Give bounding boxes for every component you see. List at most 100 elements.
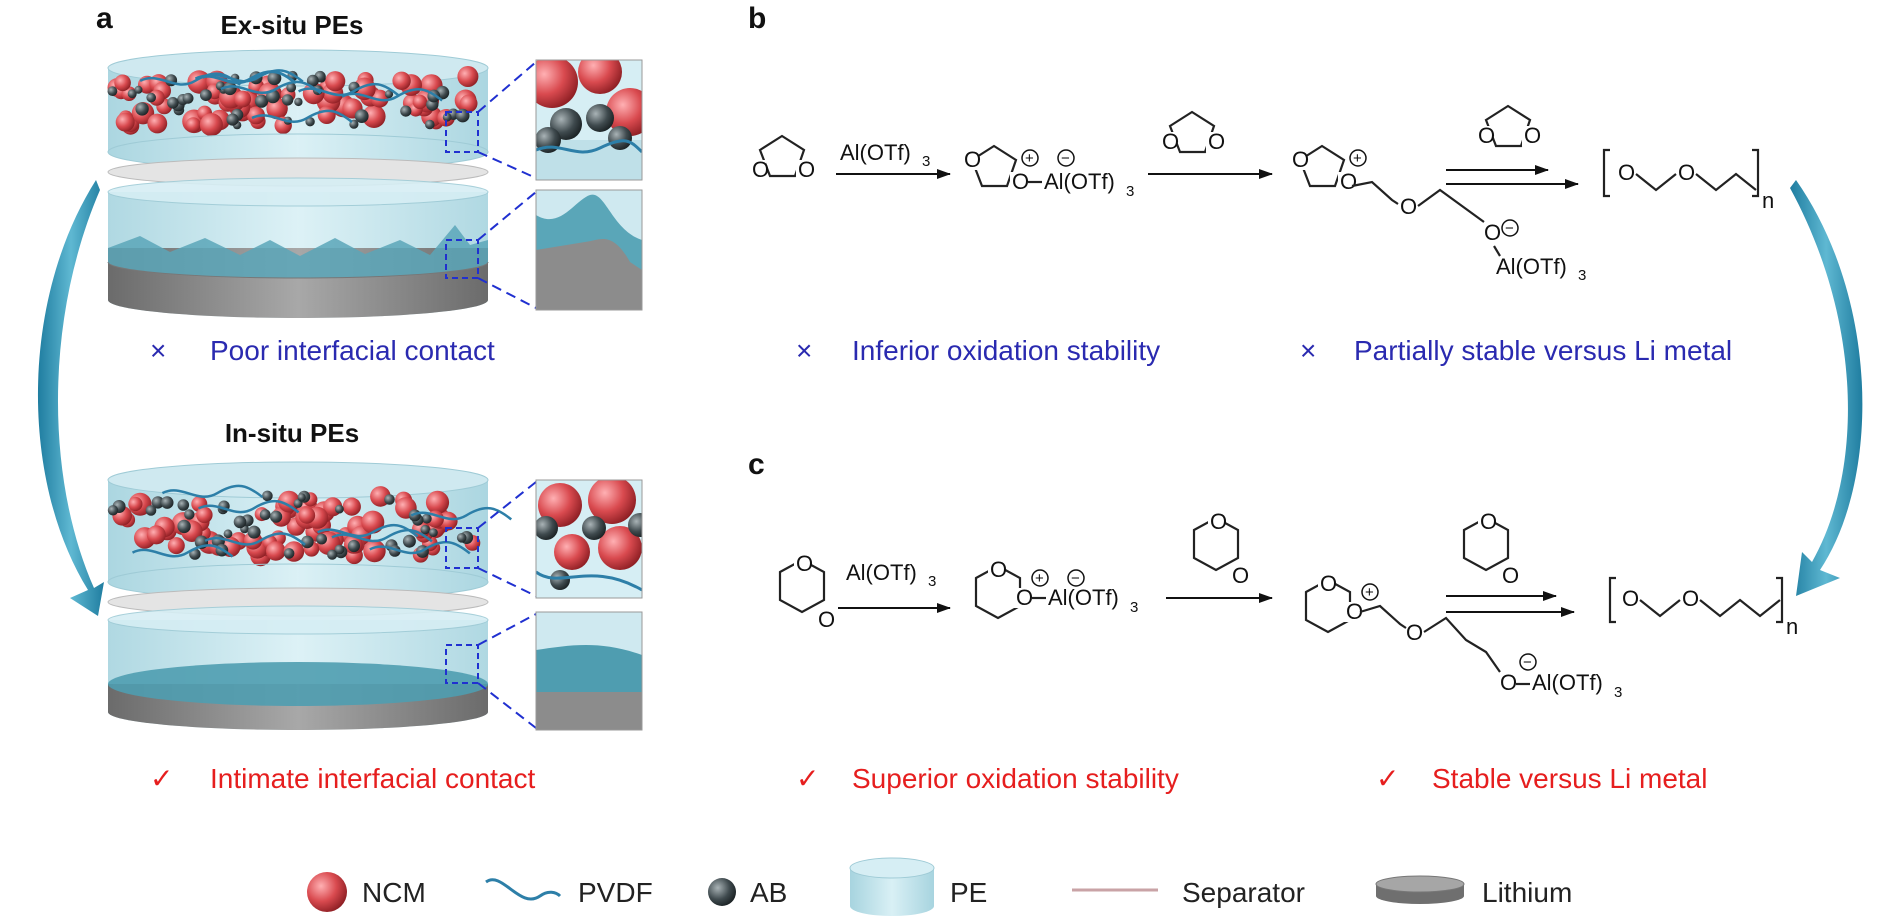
ncm-particle — [325, 71, 346, 92]
pvdf-chain — [161, 484, 264, 499]
ncm-particle — [278, 490, 300, 513]
zoom-box-in-bottom — [445, 644, 479, 684]
in-situ-caption: Intimate interfacial contact — [210, 763, 535, 794]
svg-text:3: 3 — [1578, 267, 1586, 284]
svg-text:O: O — [1346, 599, 1363, 624]
panel-c: c O O Al(OTf) 3 O O + − Al(OTf) 3 — [748, 180, 1863, 794]
propagating-chain-b: O O + O O − Al(OTf) 3 — [1290, 144, 1586, 284]
pvdf-chain — [204, 532, 306, 546]
in-situ-title: In-situ PEs — [225, 418, 359, 448]
right-transition-arrow — [1790, 180, 1863, 596]
trioxane-reagent-c2: O O — [1462, 509, 1519, 588]
in-situ-check-mark: ✓ — [150, 763, 173, 794]
ex-situ-cathode-cylinder — [107, 49, 489, 171]
legend-ab-label: AB — [750, 877, 787, 908]
ab-particle — [286, 82, 297, 93]
ncm-particle — [317, 106, 336, 124]
svg-text:O: O — [1012, 169, 1029, 194]
svg-text:+: + — [1365, 584, 1374, 601]
ncm-particle — [266, 541, 286, 561]
ab-particle — [182, 92, 194, 104]
svg-text:O: O — [1618, 160, 1635, 185]
ex-situ-title: Ex-situ PEs — [220, 10, 363, 40]
dioxolane-reagent-b: O O — [1160, 110, 1225, 154]
svg-text:O: O — [1208, 129, 1225, 154]
ab-particle — [421, 513, 432, 524]
ncm-particle — [234, 90, 252, 108]
catalyst-label-c: Al(OTf) — [846, 560, 917, 585]
ncm-ab-particle-cluster — [107, 484, 513, 567]
svg-text:O: O — [1340, 169, 1357, 194]
pvdf-chain — [251, 109, 353, 124]
svg-text:n: n — [1762, 188, 1774, 213]
legend-pvdf-label: PVDF — [578, 877, 653, 908]
svg-text:O: O — [1232, 563, 1249, 588]
c-caption2-mark: ✓ — [1376, 763, 1399, 794]
zoom-box-ex-top — [445, 111, 479, 153]
ncm-particle — [128, 496, 143, 512]
ab-particle — [134, 85, 143, 94]
svg-text:−: − — [1505, 220, 1514, 237]
svg-text:O: O — [1484, 220, 1501, 245]
svg-text:Al(OTf): Al(OTf) — [1048, 585, 1119, 610]
svg-text:O: O — [964, 147, 981, 172]
legend-ncm-label: NCM — [362, 877, 426, 908]
legend-ab-swatch — [708, 878, 736, 906]
pvdf-chain — [317, 523, 419, 538]
pvdf-chain — [202, 69, 304, 83]
legend-pe-label: PE — [950, 877, 987, 908]
svg-text:O: O — [796, 551, 813, 576]
b-caption1: Inferior oxidation stability — [852, 335, 1160, 366]
panel-a: a Ex-situ PEs — [37, 2, 643, 794]
ncm-particle — [199, 113, 223, 137]
dioxolane-molecule: O O — [750, 134, 815, 182]
zoom-box-ex-bottom — [445, 239, 479, 279]
svg-text:O: O — [1292, 147, 1309, 172]
ab-particle — [167, 97, 179, 109]
svg-text:O: O — [1678, 160, 1695, 185]
ab-particle — [316, 533, 327, 545]
ab-particle — [429, 528, 438, 537]
svg-text:O: O — [1502, 563, 1519, 588]
svg-text:3: 3 — [922, 153, 930, 170]
svg-text:O: O — [1478, 123, 1495, 148]
pvdf-chain — [139, 72, 241, 86]
ab-particle — [223, 529, 233, 539]
svg-text:O: O — [1320, 571, 1337, 596]
ab-particle — [247, 525, 261, 539]
ex-situ-cross-mark: × — [150, 335, 166, 366]
ab-particle — [177, 499, 190, 511]
ab-particle — [456, 533, 467, 543]
pvdf-chain — [198, 499, 300, 514]
zoom-view-in-lithium — [536, 612, 642, 730]
ab-particle — [223, 81, 237, 96]
ab-particle — [262, 490, 273, 502]
ncm-particle — [392, 71, 411, 91]
svg-text:+: + — [1035, 570, 1044, 587]
zoom-box-in-top — [445, 527, 479, 569]
ncm-particle — [298, 506, 316, 524]
ab-particle — [283, 548, 295, 559]
svg-text:O: O — [752, 157, 769, 182]
ab-particle — [270, 510, 283, 523]
svg-text:O: O — [990, 557, 1007, 582]
ab-particle — [335, 504, 344, 514]
svg-text:O: O — [818, 607, 835, 632]
ab-particle — [135, 102, 149, 116]
ab-particle — [177, 519, 191, 534]
ab-particle — [259, 509, 271, 521]
ncm-particle — [115, 112, 135, 132]
ab-particle — [334, 544, 345, 555]
legend-lithium-swatch — [1375, 875, 1465, 904]
ncm-particle — [266, 97, 288, 120]
ab-particle — [145, 505, 157, 516]
pvdf-chain — [298, 82, 400, 97]
ab-particle — [233, 515, 247, 529]
ab-particle — [294, 97, 303, 107]
ab-particle — [267, 71, 282, 86]
panel-letter-c: c — [748, 448, 765, 481]
ab-particle — [281, 94, 294, 106]
svg-text:O: O — [1500, 670, 1517, 695]
pvdf-chain — [331, 528, 433, 543]
